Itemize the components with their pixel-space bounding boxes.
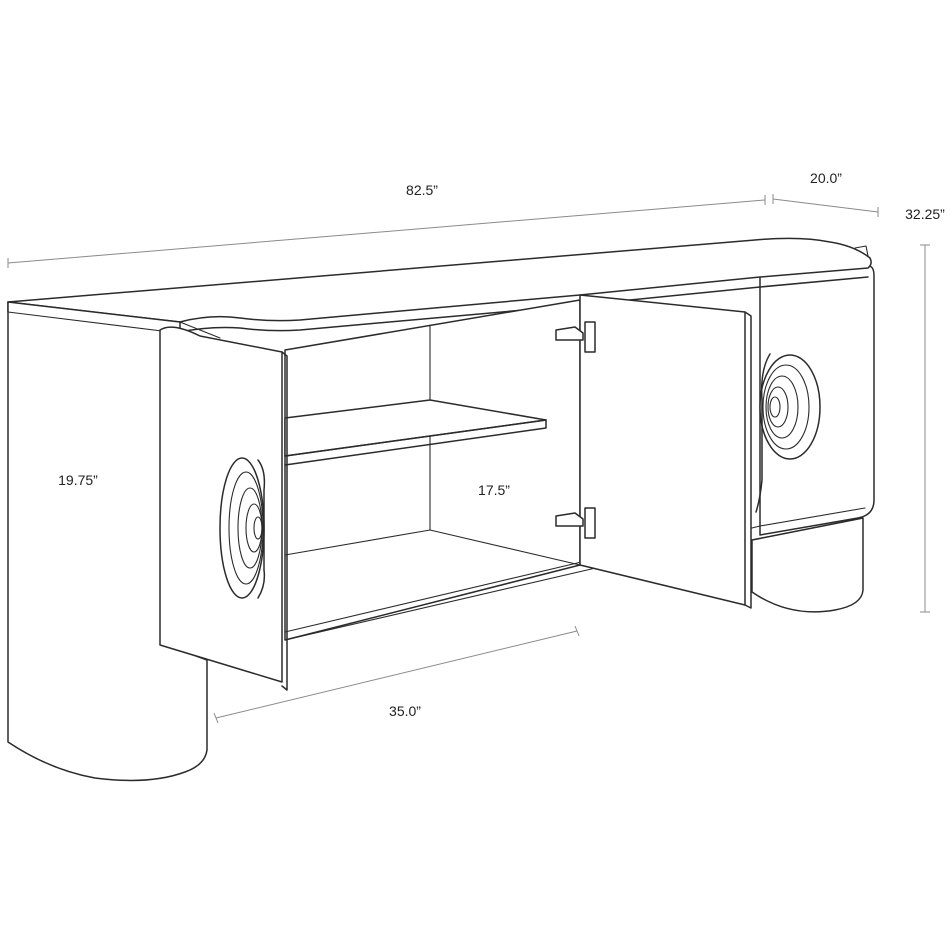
- dimension-labels: 82.5” 20.0” 32.25” 19.75” 17.5” 35.0”: [58, 170, 945, 719]
- overall-width-label: 82.5”: [406, 182, 438, 198]
- cabinet-width-dimension-line: [215, 630, 578, 719]
- shelf-depth-label: 17.5”: [478, 482, 510, 498]
- center-door: [579, 294, 746, 606]
- left-door-medallion: [219, 457, 266, 599]
- depth-dimension-line: [772, 198, 879, 213]
- right-door-medallion: [755, 353, 821, 513]
- right-leg: [751, 517, 864, 613]
- interior-back: [284, 299, 581, 641]
- hinge-bottom: [555, 507, 596, 539]
- width-dimension-line: [7, 199, 766, 264]
- left-door-handle: [257, 459, 266, 599]
- sideboard: [7, 237, 875, 782]
- cabinet-height-label: 19.75”: [58, 472, 98, 488]
- top-surface: [7, 237, 872, 323]
- cabinet-width-label: 35.0”: [389, 703, 421, 719]
- left-end-panel: [7, 301, 208, 782]
- height-label: 32.25”: [905, 206, 945, 222]
- depth-label: 20.0”: [810, 170, 842, 186]
- hinge-top: [555, 321, 596, 353]
- right-door-handle: [755, 353, 771, 513]
